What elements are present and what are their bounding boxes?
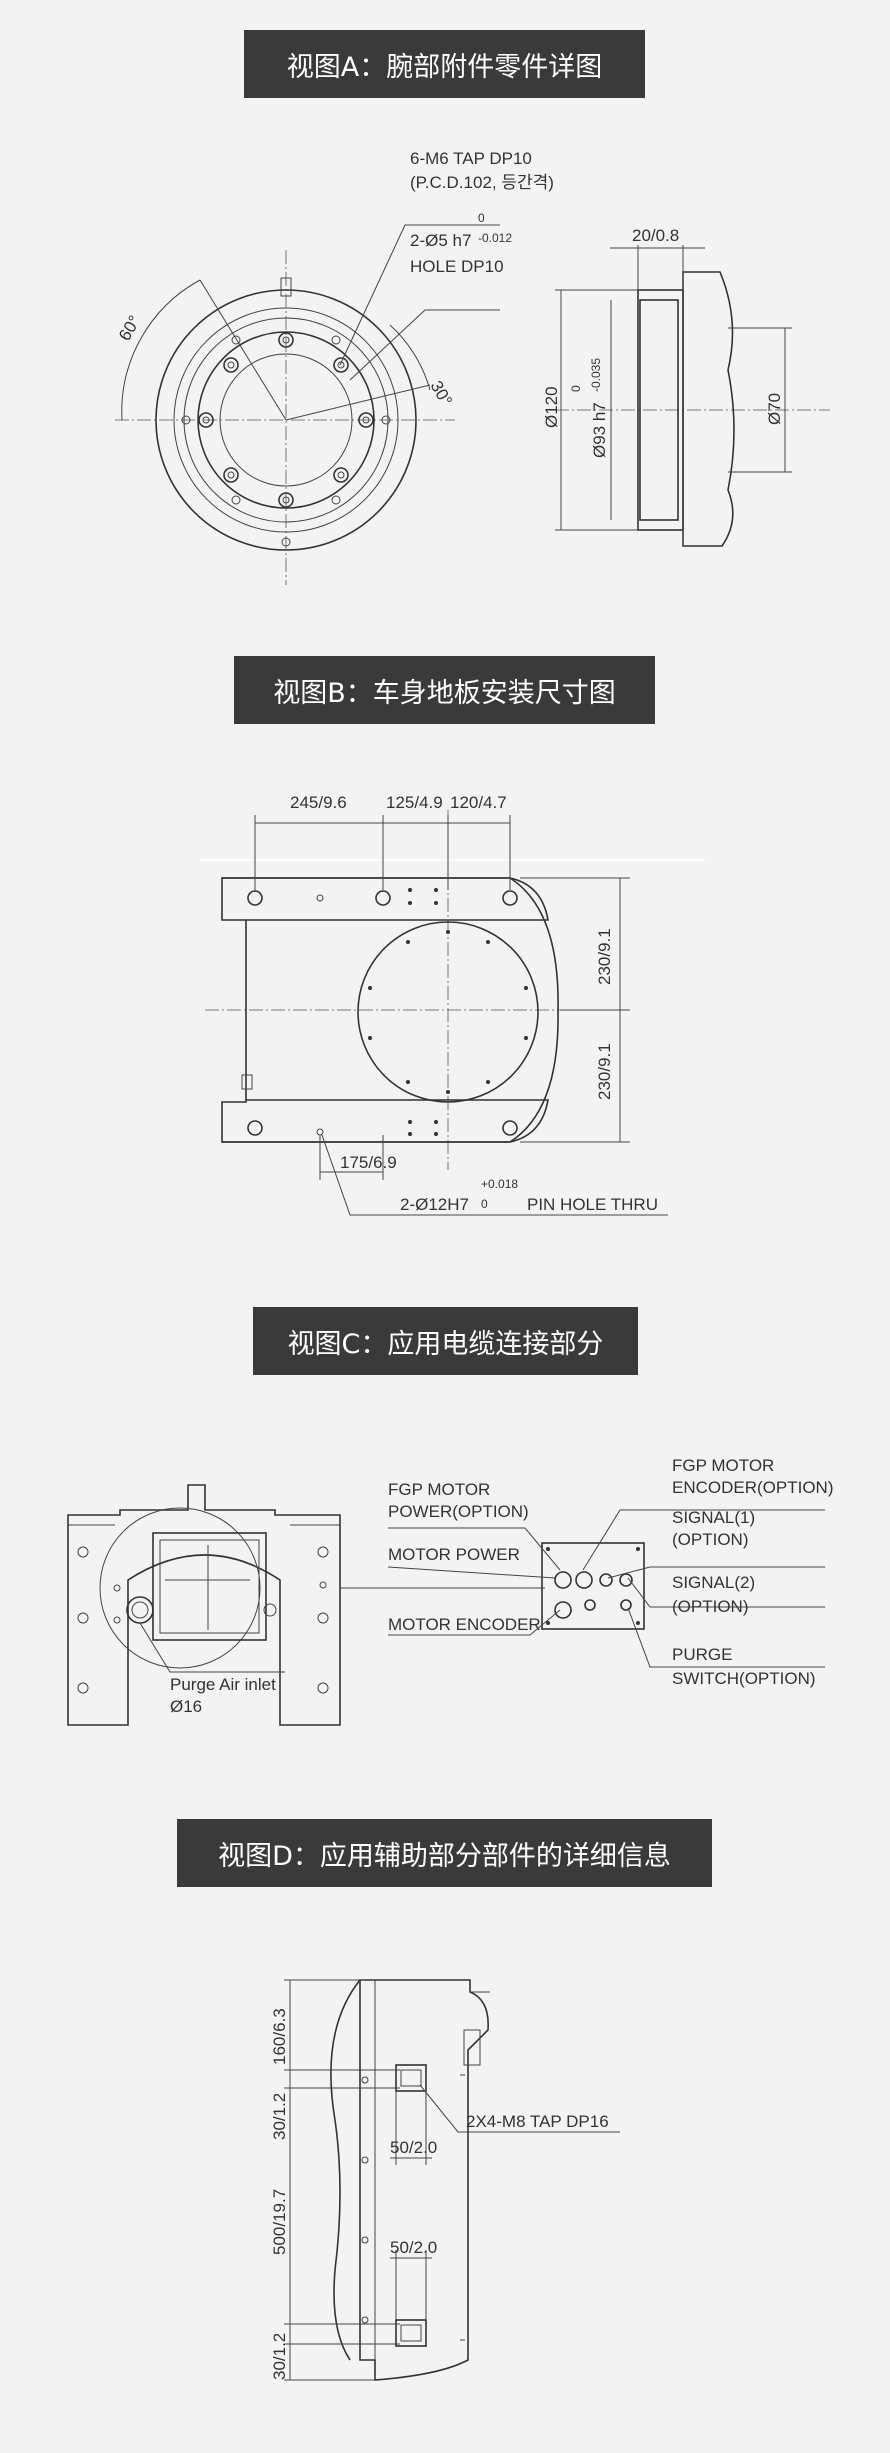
dim-30-bottom-label: 30/1.2 (270, 2333, 289, 2380)
pin-tol-lower: 0 (481, 1197, 488, 1211)
purge-air-label-1: Purge Air inlet (170, 1675, 276, 1694)
angle-30-label: 30° (427, 378, 456, 410)
signal1-label-1: SIGNAL(1) (672, 1508, 755, 1527)
view-a-title: 视图A：腕部附件零件详图 (244, 30, 645, 98)
dim-50-top-label: 50/2.0 (390, 2138, 437, 2157)
tap-label-2: (P.C.D.102, 등간격) (410, 173, 554, 192)
pin-tol-upper: +0.018 (481, 1177, 518, 1191)
motor-encoder-label: MOTOR ENCODER (388, 1615, 541, 1634)
bolt-holes (181, 332, 391, 508)
view-a-drawing: 60° 30° 6-M6 TAP DP10 (P.C.D.102, 등간격) 2… (115, 149, 830, 585)
dim-120-label-b: 120/4.7 (450, 793, 507, 812)
view-d-title: 视图D：应用辅助部分部件的详细信息 (177, 1819, 712, 1887)
mount-holes (247, 888, 528, 1136)
hole-tol-upper: 0 (478, 211, 485, 225)
dim-245-label: 245/9.6 (290, 793, 347, 812)
wrist-flange-side: 20/0.8 Ø120 Ø93 h7 0 -0.035 Ø70 (542, 226, 830, 547)
fgp-power-label-2: POWER(OPTION) (388, 1502, 529, 1521)
dim-93-tol-lower: -0.035 (589, 358, 603, 392)
dim-20-label: 20/0.8 (632, 226, 679, 245)
fgp-encoder-label-2: ENCODER(OPTION) (672, 1478, 834, 1497)
hole-tol-lower: -0.012 (478, 231, 512, 245)
pin-hole-text: PIN HOLE THRU (527, 1195, 658, 1214)
purge-label-2: SWITCH(OPTION) (672, 1669, 816, 1688)
motor-power-label: MOTOR POWER (388, 1545, 520, 1564)
connector-panel (541, 1542, 645, 1630)
view-c-drawing: Purge Air inlet Ø16 FGP MOTOR POWER(OPTI… (67, 1456, 834, 1726)
view-b-title: 视图B：车身地板安装尺寸图 (234, 656, 655, 724)
base-outline (221, 877, 559, 1143)
dim-160-label: 160/6.3 (270, 2008, 289, 2065)
fgp-encoder-label-1: FGP MOTOR (672, 1456, 774, 1475)
view-d-drawing: 160/6.3 30/1.2 500/19.7 30/1.2 50/2.0 50… (270, 1979, 620, 2381)
arm-side (330, 1979, 490, 2381)
view-c-title: 视图C：应用电缆连接部分 (253, 1307, 638, 1375)
dim-30-top-label: 30/1.2 (270, 2093, 289, 2140)
tap-label-1: 6-M6 TAP DP10 (410, 149, 532, 168)
tap-label-d: 2X4-M8 TAP DP16 (466, 2112, 609, 2131)
dim-50-bottom-label: 50/2.0 (390, 2238, 437, 2257)
signal1-label-2: (OPTION) (672, 1530, 749, 1549)
fgp-power-label-1: FGP MOTOR (388, 1480, 490, 1499)
dim-125-label: 125/4.9 (386, 793, 443, 812)
view-b-drawing: 245/9.6 125/4.9 120/4.7 230/9.1 230/9.1 … (200, 793, 705, 1216)
dim-93-label: Ø93 h7 (590, 402, 609, 458)
dim-230-bottom-label: 230/9.1 (595, 1043, 614, 1100)
dim-175-label: 175/6.9 (340, 1153, 397, 1172)
dim-500-label: 500/19.7 (270, 2189, 289, 2255)
dim-70-label: Ø70 (765, 393, 784, 425)
dim-93-tol-upper: 0 (569, 385, 583, 392)
pin-label: 2-Ø12H7 (400, 1195, 469, 1214)
hole-label-2: HOLE DP10 (410, 257, 504, 276)
purge-air-label-2: Ø16 (170, 1697, 202, 1716)
base-rear (67, 1484, 341, 1726)
hole-label-main: 2-Ø5 h7 (410, 231, 471, 250)
wrist-flange-front: 60° 30° (115, 250, 456, 585)
signal2-label-2: (OPTION) (672, 1597, 749, 1616)
purge-label-1: PURGE (672, 1645, 732, 1664)
dim-120-label: Ø120 (542, 386, 561, 428)
dim-230-top-label: 230/9.1 (595, 928, 614, 985)
signal2-label-1: SIGNAL(2) (672, 1573, 755, 1592)
